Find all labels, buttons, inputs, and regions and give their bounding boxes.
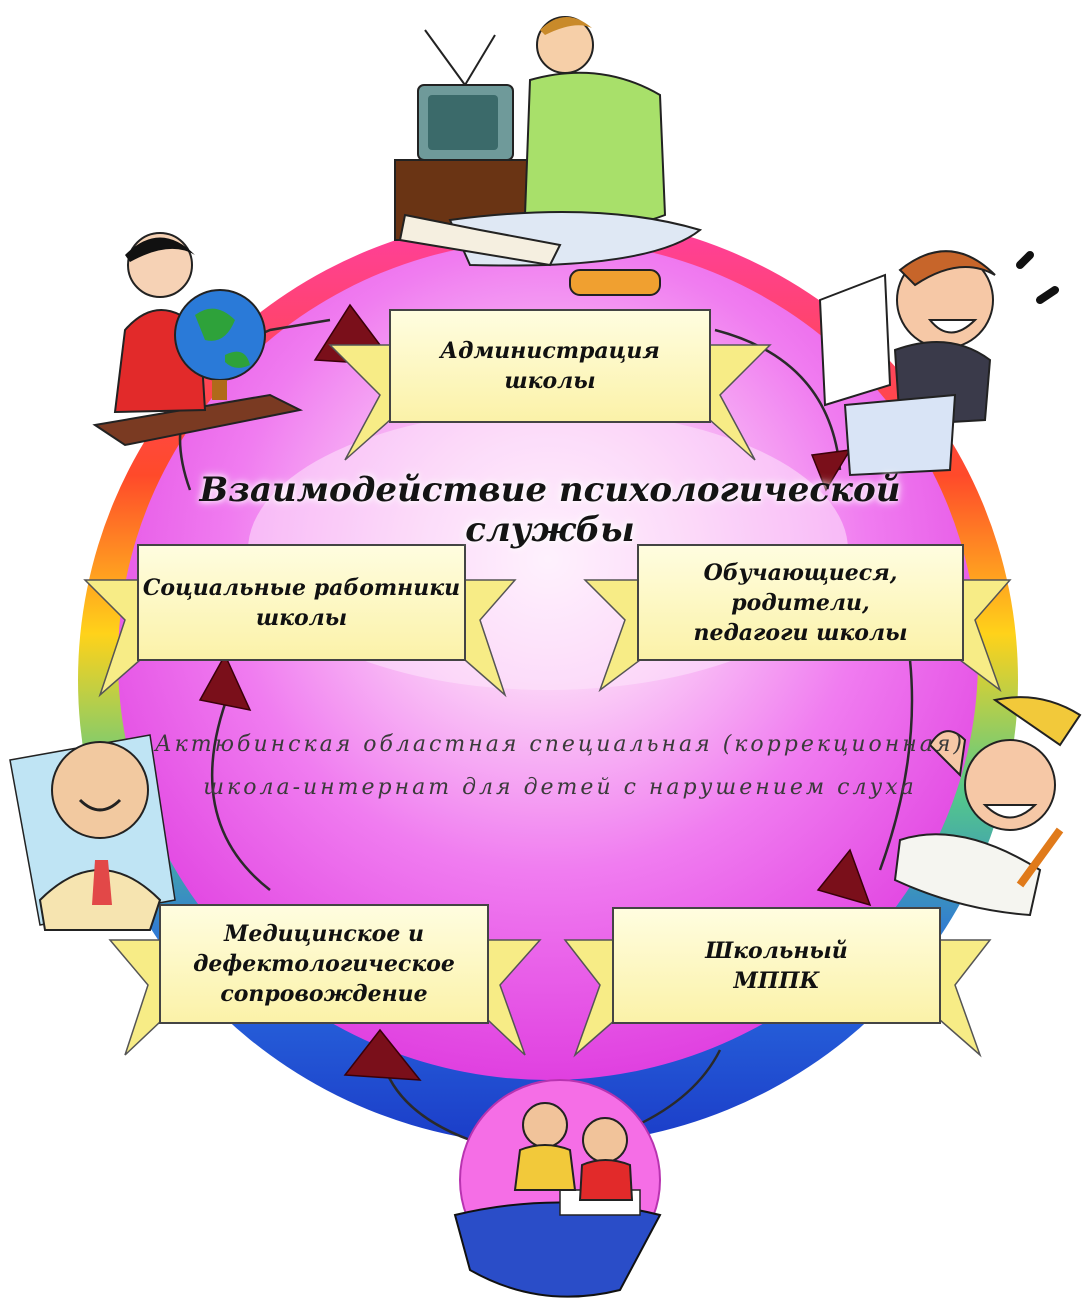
node-social-line-2: школы [255, 604, 348, 631]
node-students-label: Обучающиеся, родители, педагоги школы [638, 545, 963, 660]
caption-line-2: школа-интернат для детей с нарушением сл… [203, 775, 917, 800]
node-students-line-1: Обучающиеся, родители, [703, 559, 898, 616]
node-mppk-line-2: МППК [733, 967, 820, 994]
node-admin-label: Администрация школы [390, 310, 710, 422]
caption-line-1: Актюбинская областная специальная (корре… [155, 732, 965, 757]
arrow-icon [810, 449, 852, 492]
banner-mppk [563, 907, 992, 1058]
banner-students [583, 544, 1012, 693]
node-medical-label: Медицинское и дефектологическое сопровож… [160, 905, 488, 1023]
arrow-icon [198, 653, 252, 712]
person-reading-icon [394, 16, 703, 296]
arrow-icon [816, 848, 872, 907]
smiling-man-icon [9, 734, 176, 931]
node-medical-line-2: дефектологическое [193, 951, 455, 977]
girl-globe-icon [92, 232, 304, 447]
man-letter-icon [818, 250, 1059, 477]
banner-social [83, 544, 517, 698]
kids-piano-icon [453, 1079, 662, 1298]
banner-medical [108, 904, 542, 1056]
node-admin-line-2: школы [504, 368, 596, 394]
node-admin-line-1: Администрация [440, 338, 660, 364]
node-medical-line-3: сопровождение [220, 981, 428, 1007]
node-medical-line-1: Медицинское и [224, 921, 424, 947]
arrow-icon [343, 1028, 422, 1081]
node-students-line-2: педагоги школы [693, 619, 908, 646]
boy-waving-icon [893, 696, 1082, 917]
node-social-line-1: Социальные работники [142, 574, 461, 601]
banner-admin [328, 309, 772, 461]
node-mppk-line-1: Школьный [705, 937, 848, 964]
node-social-label: Социальные работники школы [138, 545, 465, 660]
node-mppk-label: Школьный МППК [613, 908, 940, 1023]
diagram-title: Взаимодействие психологической службы [199, 470, 901, 550]
